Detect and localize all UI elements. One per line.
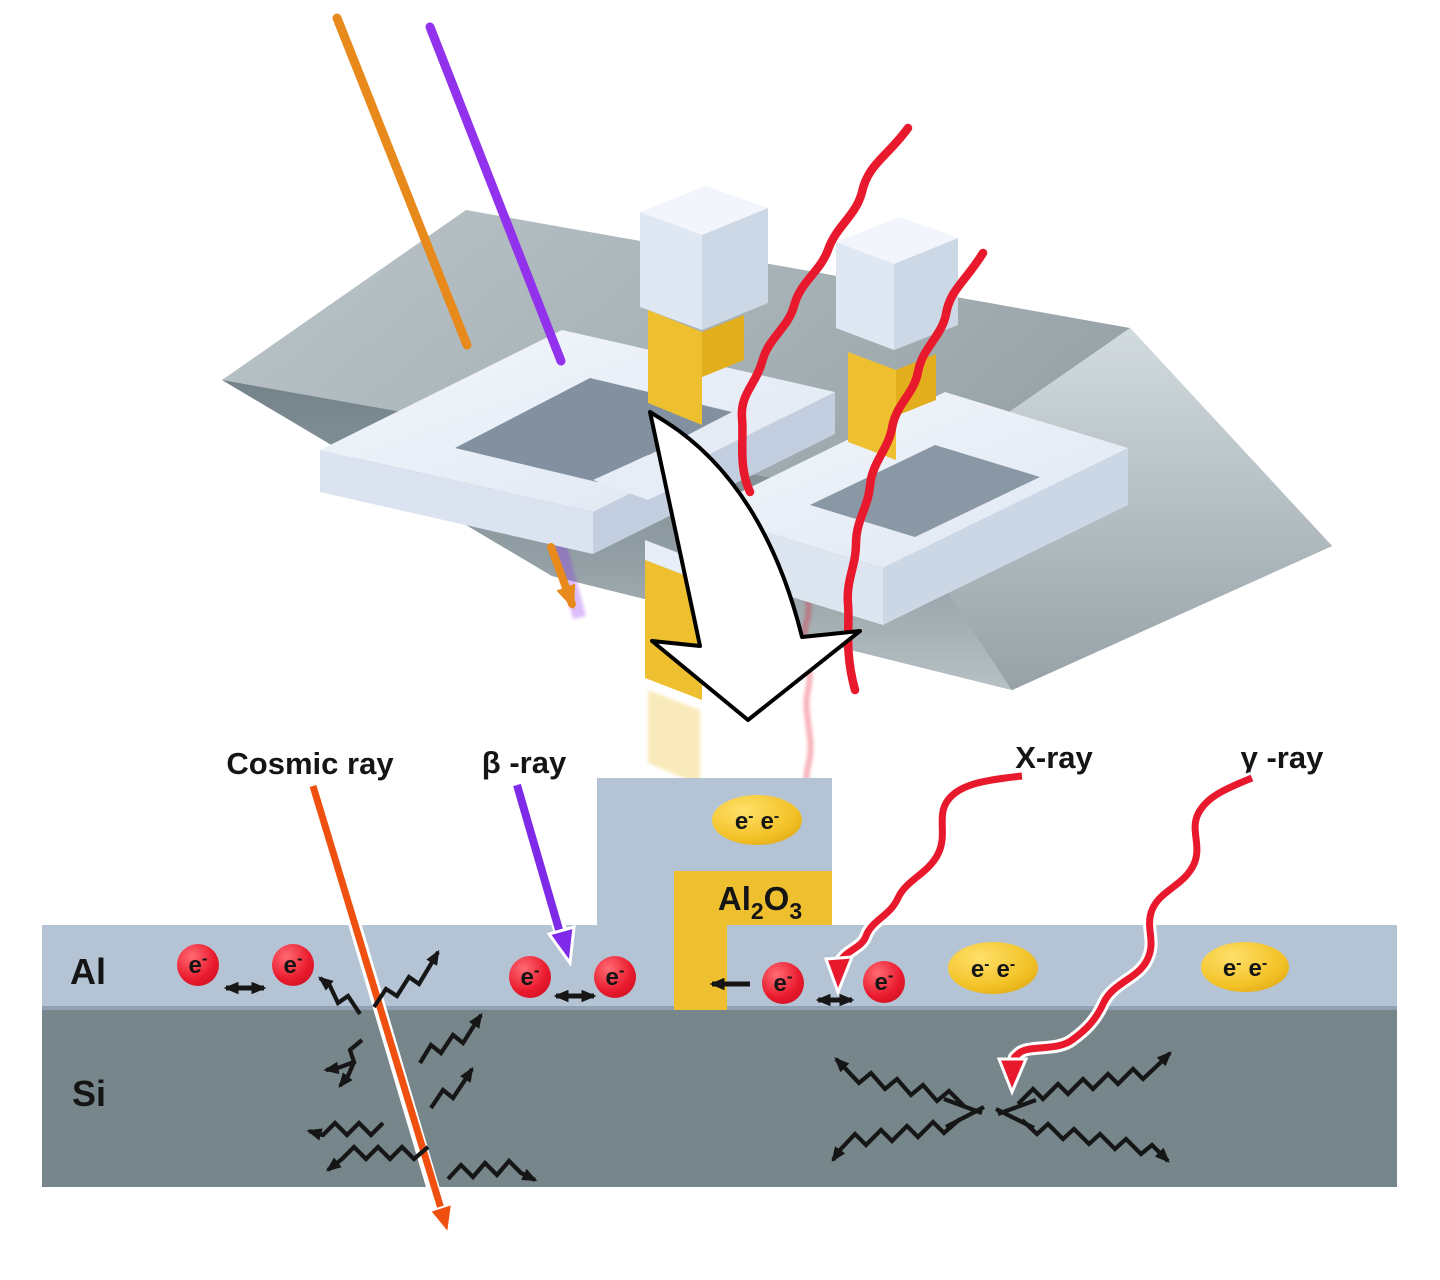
x-ray-arrowhead bbox=[823, 955, 855, 997]
phonon-group-si-left bbox=[306, 1012, 538, 1182]
electron: e- bbox=[509, 956, 551, 998]
gamma-ray-wave-top bbox=[843, 248, 988, 695]
al2o3-patch bbox=[848, 352, 896, 460]
phonon-zigzag bbox=[831, 1117, 962, 1163]
electron-label: e- bbox=[773, 967, 792, 997]
phonon-stub bbox=[945, 1105, 985, 1129]
phonon-zigzag bbox=[834, 1057, 966, 1108]
phonon-zigzag bbox=[1016, 1051, 1172, 1106]
phonon-zigzag bbox=[418, 1012, 483, 1065]
ring-right-side-face bbox=[883, 448, 1128, 625]
al-label: Al bbox=[70, 951, 106, 992]
electron: e- bbox=[863, 961, 905, 1003]
incident-rays bbox=[332, 13, 988, 695]
phonon-zigzag bbox=[306, 1120, 385, 1141]
phonon-zigzag bbox=[372, 949, 440, 1009]
al2o3-patch bbox=[648, 310, 702, 425]
beta-ray-line bbox=[513, 783, 564, 935]
si-label: Si bbox=[72, 1073, 106, 1114]
cosmic-ray-arrowhead bbox=[428, 1202, 454, 1236]
cross-section-panel: Al Si Al2O3 Cosmic ray β -ray X-ray γ -r… bbox=[42, 740, 1397, 1236]
junction-block-left bbox=[640, 186, 768, 425]
purple-reflection bbox=[553, 542, 586, 619]
beta-ray-beam-top bbox=[425, 22, 566, 366]
x-ray-arrow bbox=[823, 769, 1023, 997]
cosmic-ray-beam-top bbox=[332, 13, 472, 350]
electron-label: e- bbox=[283, 949, 302, 979]
cooper-pair: e-e- bbox=[1201, 942, 1289, 992]
gamma-ray-arrow bbox=[996, 771, 1255, 1096]
gamma-ray-line bbox=[1010, 774, 1254, 1063]
phonon-stub bbox=[995, 1107, 1035, 1130]
x-ray-wave-top bbox=[737, 123, 913, 497]
electron: e- bbox=[594, 956, 636, 998]
electrons: e- e- e- e- e- e- bbox=[177, 944, 905, 1004]
phonon-zigzag bbox=[429, 1066, 474, 1110]
x-ray-line bbox=[836, 772, 1023, 964]
beta-ray-arrowhead bbox=[546, 924, 576, 968]
ring-right-hole bbox=[810, 445, 1040, 537]
al2o3-barrier bbox=[674, 871, 832, 1010]
cooper-pairs: e-e- e-e- e-e- bbox=[712, 795, 1289, 994]
cosmic-ray-label: Cosmic ray bbox=[226, 746, 394, 781]
electron-label: e- bbox=[874, 966, 893, 996]
al2o3-label: Al2O3 bbox=[718, 880, 802, 924]
electron-label: e- bbox=[520, 961, 539, 991]
phonon-zigzag bbox=[326, 1144, 430, 1172]
exchange-arrows bbox=[223, 977, 855, 1007]
block-front bbox=[836, 242, 894, 350]
x-ray-label: X-ray bbox=[1015, 740, 1093, 775]
electron: e- bbox=[177, 944, 219, 986]
electron: e- bbox=[272, 944, 314, 986]
block-front bbox=[640, 212, 702, 330]
electron-label: e- bbox=[188, 949, 207, 979]
cooper-pair-label: e-e- bbox=[1223, 955, 1267, 982]
phonon-zigzag bbox=[1020, 1118, 1170, 1163]
si-layer bbox=[42, 1010, 1397, 1187]
gamma-ray-arrowhead bbox=[996, 1057, 1029, 1096]
electron: e- bbox=[762, 962, 804, 1004]
phonon-zigzag bbox=[338, 1061, 356, 1088]
block-top bbox=[640, 186, 768, 235]
beta-ray-arrow bbox=[512, 783, 576, 968]
block-top bbox=[836, 217, 958, 264]
phonon-group-si-right bbox=[831, 1051, 1172, 1163]
ring-left-front-face bbox=[320, 450, 593, 554]
cooper-pair-label: e-e- bbox=[735, 808, 779, 835]
chip-3d-panel bbox=[222, 13, 1332, 847]
al2o3-patch bbox=[702, 315, 744, 377]
electron-label: e- bbox=[605, 961, 624, 991]
gamma-ray-label: γ -ray bbox=[1241, 740, 1324, 775]
phonon-group-al bbox=[318, 949, 440, 1016]
cooper-pair: e-e- bbox=[712, 795, 802, 845]
phonon-zigzag bbox=[446, 1157, 538, 1182]
beta-ray-label: β -ray bbox=[482, 745, 567, 780]
phonon-zigzag bbox=[318, 976, 362, 1016]
yellow-reflection bbox=[648, 690, 700, 785]
block-side bbox=[702, 208, 768, 330]
cooper-pair-label: e-e- bbox=[971, 956, 1015, 983]
zoom-arrow bbox=[648, 410, 862, 722]
cooper-pair: e-e- bbox=[948, 942, 1038, 994]
cosmic-ray-exit-arrow bbox=[547, 543, 576, 610]
